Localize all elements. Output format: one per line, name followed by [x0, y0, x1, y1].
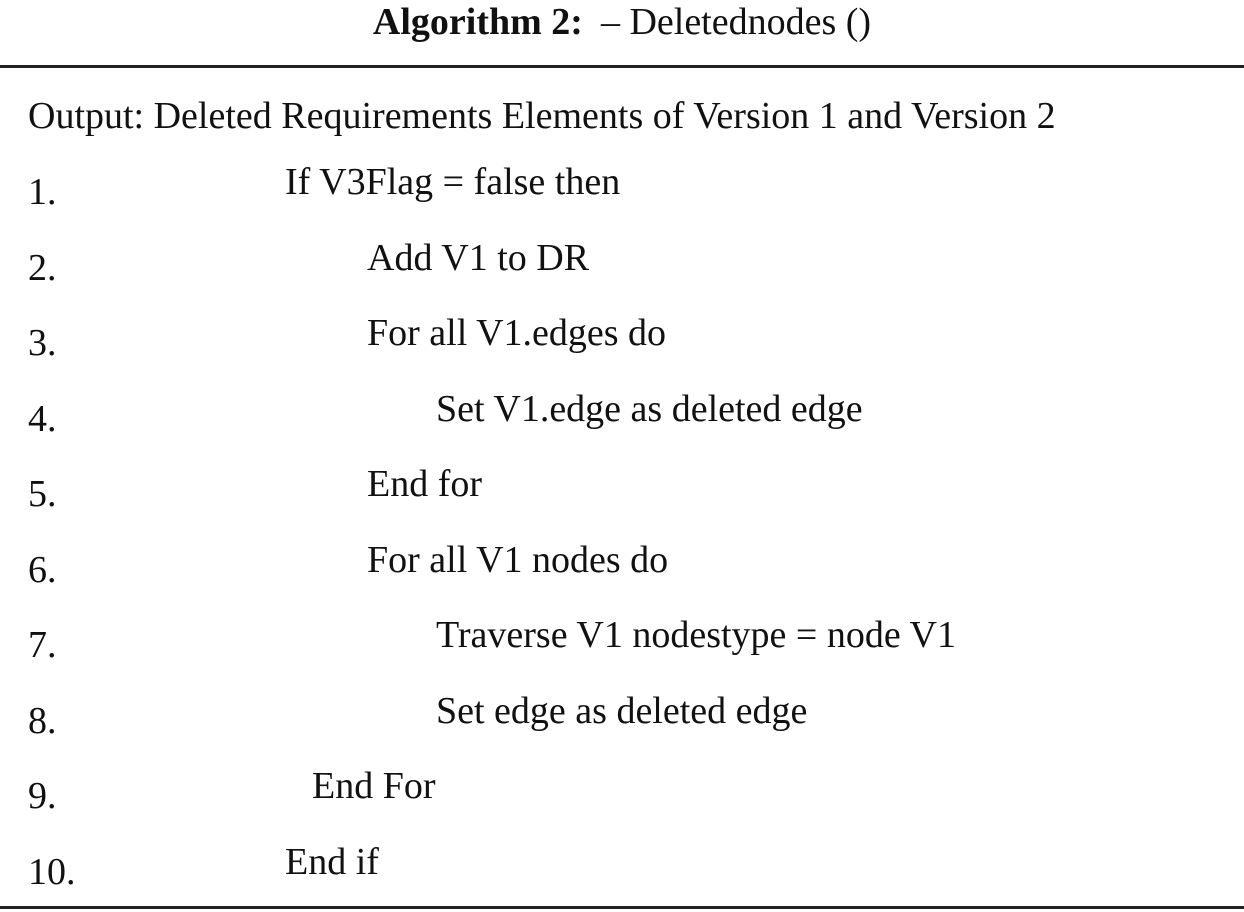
algorithm-caption: Algorithm 2: – Deletednodes () [0, 0, 1244, 48]
algorithm-step: 5. End for [0, 454, 1244, 530]
algorithm-step: 7. Traverse V1 nodestype = node V1 [0, 605, 1244, 681]
step-code: End For [312, 765, 436, 807]
algorithm-step: 8. Set edge as deleted edge [0, 681, 1244, 757]
step-code: End if [285, 840, 379, 883]
algorithm-step: 10. End if [0, 832, 1244, 908]
bottom-rule [0, 906, 1244, 909]
step-number: 4. [28, 397, 57, 440]
algorithm-step: 9. End For [0, 756, 1244, 832]
step-number: 2. [28, 246, 57, 289]
top-rule [0, 65, 1244, 68]
step-number: 8. [28, 699, 57, 742]
step-code: Set edge as deleted edge [436, 689, 808, 732]
step-code: Add V1 to DR [367, 236, 590, 279]
output-line: Output: Deleted Requirements Elements of… [28, 95, 1056, 137]
step-code: For all V1.edges do [367, 312, 667, 354]
step-number: 1. [28, 171, 57, 213]
algorithm-step: 2. Add V1 to DR [0, 228, 1244, 304]
step-code: End for [367, 463, 483, 505]
step-number: 6. [28, 548, 57, 591]
step-code: If V3Flag = false then [285, 161, 621, 203]
step-number: 5. [28, 473, 57, 515]
algorithm-step: 3. For all V1.edges do [0, 303, 1244, 379]
algorithm-step: 6. For all V1 nodes do [0, 530, 1244, 606]
step-number: 9. [28, 775, 57, 817]
algorithm-steps: 1. If V3Flag = false then 2. Add V1 to DR 3.… [0, 152, 1244, 907]
step-code: Set V1.edge as deleted edge [436, 387, 863, 430]
step-code: Traverse V1 nodestype = node V1 [436, 614, 956, 656]
algorithm-name: – Deletednodes () [600, 1, 872, 43]
algorithm-step: 1. If V3Flag = false then [0, 152, 1244, 228]
step-code: For all V1 nodes do [367, 538, 669, 581]
step-number: 10. [28, 850, 76, 893]
step-number: 7. [28, 624, 57, 666]
algorithm-label: Algorithm 2: [372, 1, 583, 43]
step-number: 3. [28, 322, 57, 364]
algorithm-step: 4. Set V1.edge as deleted edge [0, 379, 1244, 455]
